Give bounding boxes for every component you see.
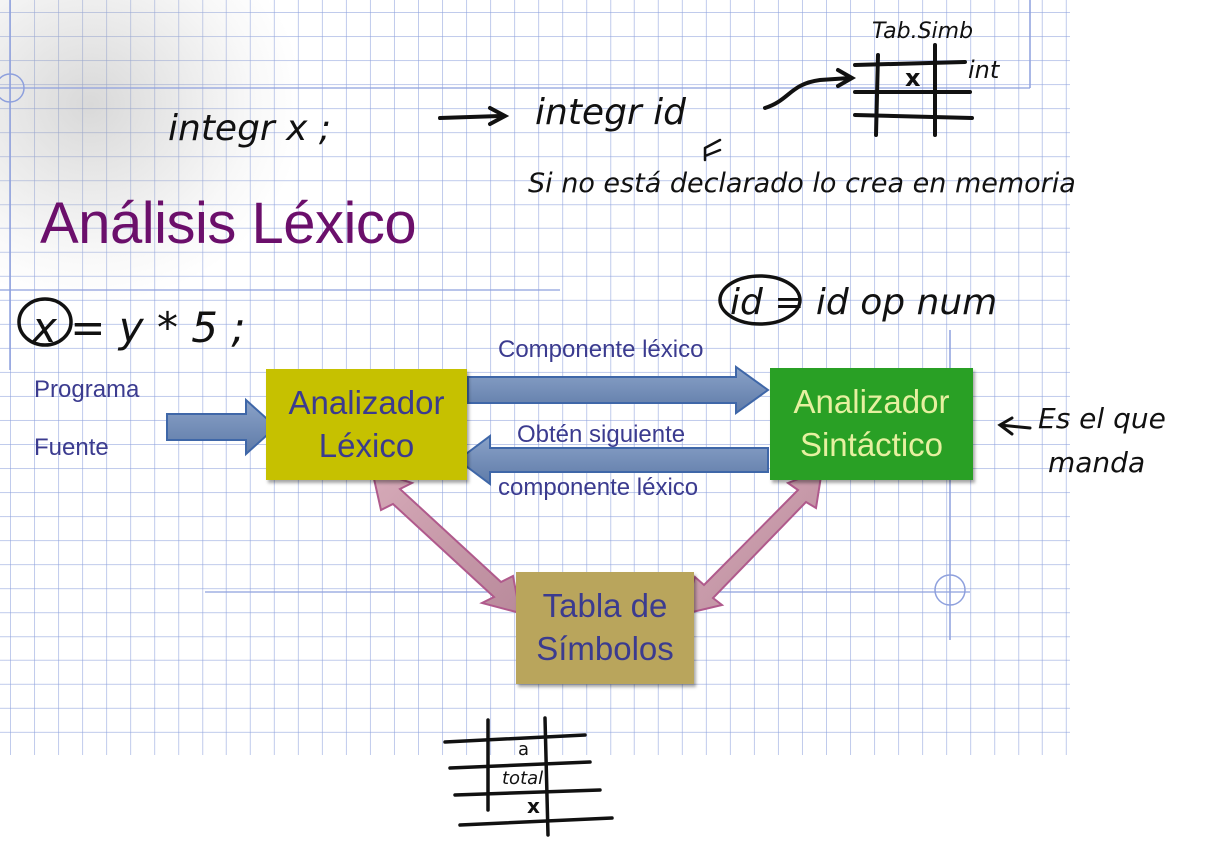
symbol-table-box: Tabla de Símbolos — [516, 572, 694, 684]
lexer-line1: Analizador — [288, 383, 445, 421]
source-label-line2: Fuente — [34, 434, 109, 461]
hw-token-sequence: id = id op num — [730, 282, 997, 323]
symtab-line1: Tabla de — [542, 587, 668, 625]
request-token-arrow — [456, 434, 769, 486]
request-edge-label-line2: componente léxico — [498, 474, 699, 501]
hw-symtab-entry-type: int — [968, 56, 1001, 84]
hw-bottom-cell1: a — [518, 739, 529, 760]
hw-declaration-target: integr id — [535, 92, 687, 133]
token-arrow — [467, 365, 770, 415]
hw-parser-note-line2: manda — [1048, 446, 1145, 479]
lexer-line2: Léxico — [318, 426, 415, 464]
token-edge-label: Componente léxico — [498, 336, 704, 363]
source-label-line1: Programa — [34, 376, 140, 403]
photo-watermark — [0, 0, 300, 300]
hw-expression: x = y * 5 ; — [30, 303, 246, 352]
syntax-analyzer-box: Analizador Sintáctico — [770, 368, 973, 480]
symtab-line2: Símbolos — [536, 630, 674, 667]
slide-title: Análisis Léxico — [40, 191, 417, 256]
hw-bottom-cell2: total — [502, 768, 543, 789]
hw-undeclared-note: Si no está declarado lo crea en memoria — [528, 168, 1076, 199]
hw-bottom-cell3: x — [527, 794, 540, 818]
hw-symtab-entry-name: x — [905, 64, 921, 92]
source-to-lexer-arrow — [166, 397, 278, 457]
parser-line2: Sintáctico — [799, 426, 944, 463]
hw-parser-note-line1: Es el que — [1038, 402, 1166, 435]
request-edge-label-line1: Obtén siguiente — [517, 421, 686, 448]
parser-line1: Analizador — [793, 383, 950, 421]
lexical-analyzer-box: Analizador Léxico — [266, 369, 467, 480]
hw-symtab-label: Tab.Simb — [872, 19, 973, 44]
hw-declaration: integr x ; — [168, 108, 331, 149]
margin-bottom — [0, 755, 1224, 859]
margin-right — [1070, 0, 1224, 859]
